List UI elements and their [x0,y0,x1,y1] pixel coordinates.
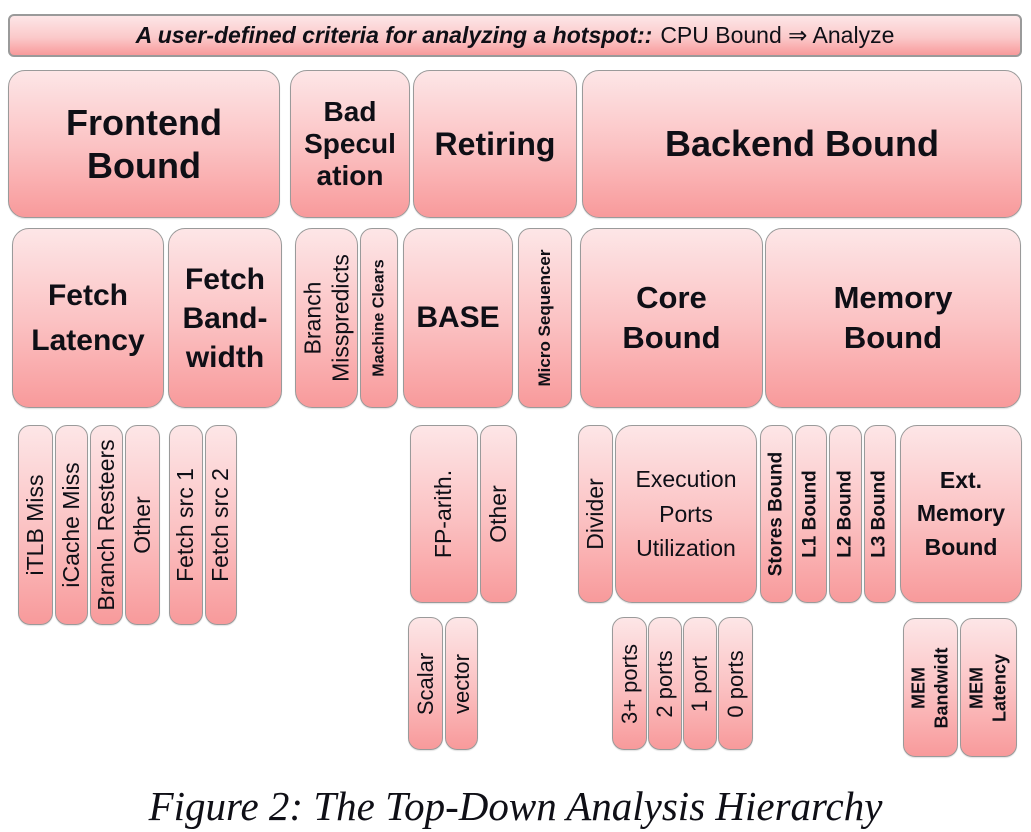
node-label: FP-arith. [430,469,457,559]
node-memory-bound: Memory Bound [765,228,1021,408]
node-l2-bound: L2 Bound [829,425,862,603]
node-label: Branch Resteers [92,439,119,611]
node-fp-arith: FP-arith. [410,425,478,603]
node-itlb-miss: iTLB Miss [18,425,53,625]
node-backend-bound: Backend Bound [582,70,1022,218]
node-icache-miss: iCache Miss [55,425,88,625]
node-scalar: Scalar [408,617,443,750]
node-other-fetch: Other [125,425,160,625]
node-ext-memory-bound: Ext. Memory Bound [900,425,1022,603]
figure-caption: Figure 2: The Top-Down Analysis Hierarch… [148,783,883,829]
criteria-banner: A user-defined criteria for analyzing a … [8,14,1022,57]
node-l3-bound: L3 Bound [864,425,896,603]
node-label: vector [448,653,474,714]
node-label: Fetch src 2 [207,468,234,582]
node-label: L3 Bound [868,470,890,558]
node-label: iTLB Miss [21,474,48,576]
node-micro-sequencer: Micro Sequencer [518,228,572,408]
node-label: Fetch Latency [31,279,145,357]
node-label: Execution Ports Utilization [635,466,737,562]
node-frontend-bound: Frontend Bound [8,70,280,218]
node-label: Other [484,485,511,543]
node-label: Ext. Memory Bound [916,466,1006,560]
node-mem-latency: MEM Latency [960,618,1017,757]
node-label: Micro Sequencer [534,249,554,387]
node-label: Machine Clears [370,259,388,377]
node-other-retiring: Other [480,425,517,603]
node-label: 1 port [686,655,712,712]
node-label: L2 Bound [834,470,856,558]
node-divider: Divider [578,425,613,603]
node-label: Fetch Band- width [182,262,268,374]
node-3plus-ports: 3+ ports [612,617,647,750]
node-label: Frontend Bound [66,101,222,186]
node-label: Backend Bound [664,123,940,165]
node-execution-ports-utilization: Execution Ports Utilization [615,425,757,603]
node-label: Fetch src 1 [172,468,199,582]
node-fetch-bandwidth: Fetch Band- width [168,228,282,408]
node-label: Retiring [434,125,556,162]
node-label: BASE [416,301,500,334]
node-label: Scalar [412,652,438,715]
node-label: MEM Latency [966,653,1010,722]
node-fetch-src-1: Fetch src 1 [169,425,203,625]
criteria-action-text: CPU Bound ⇒ Analyze [660,22,895,48]
node-label: 3+ ports [616,643,642,724]
criteria-text: A user-defined criteria for analyzing a … [135,22,653,48]
node-retiring: Retiring [413,70,577,218]
node-stores-bound: Stores Bound [760,425,793,603]
node-label: Memory Bound [833,279,953,355]
node-mem-bandwidth: MEM Bandwidt [903,618,958,757]
node-label: L1 Bound [799,470,821,558]
node-label: iCache Miss [57,462,84,588]
node-label: 0 ports [722,649,748,718]
node-label: MEM Bandwidt [908,647,952,728]
node-label: Core Bound [622,279,721,355]
node-label: Branch Misspredicts [298,254,353,382]
node-label: 2 ports [651,649,677,718]
node-branch-misspredicts: Branch Misspredicts [295,228,358,408]
node-label: Divider [581,478,608,550]
node-machine-clears: Machine Clears [360,228,398,408]
node-bad-speculation: Bad Specul ation [290,70,410,218]
node-2-ports: 2 ports [648,617,682,750]
node-branch-resteers: Branch Resteers [90,425,123,625]
node-1-port: 1 port [683,617,717,750]
node-label: Stores Bound [765,451,787,577]
node-vector: vector [445,617,478,750]
node-0-ports: 0 ports [718,617,753,750]
node-fetch-latency: Fetch Latency [12,228,164,408]
node-fetch-src-2: Fetch src 2 [205,425,237,625]
node-core-bound: Core Bound [580,228,763,408]
node-base: BASE [403,228,513,408]
node-label: Bad Specul ation [304,95,396,192]
node-label: Other [128,496,155,554]
node-l1-bound: L1 Bound [795,425,827,603]
